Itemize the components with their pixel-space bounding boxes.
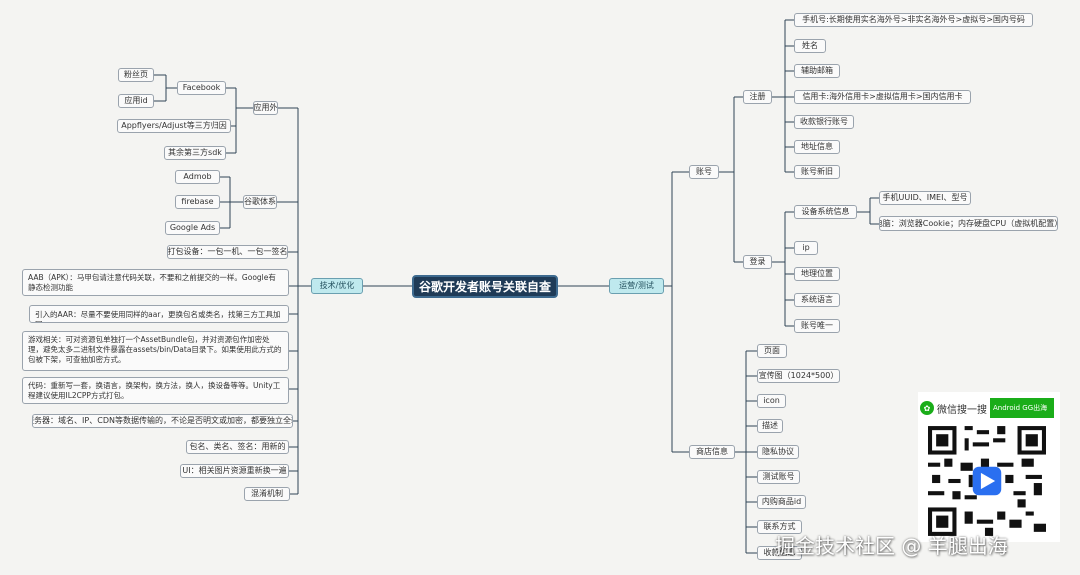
wechat-search-bar: ✿ 微信搜一搜 Android GG出海 xyxy=(920,396,1054,420)
node-payment-info[interactable]: 收款信息 xyxy=(757,546,802,560)
wechat-search-text: 微信搜一搜 xyxy=(937,404,987,416)
wechat-qr-panel: ✿ 微信搜一搜 Android GG出海 xyxy=(918,392,1060,542)
node-aab-apk[interactable]: AAB（APK）：马甲包请注意代码关联，不要和之前提交的一样。Google有静态… xyxy=(22,269,289,296)
node-register[interactable]: 注册 xyxy=(743,90,772,104)
node-privacy-policy[interactable]: 隐私协议 xyxy=(757,445,799,459)
node-account-age[interactable]: 账号新旧 xyxy=(794,165,840,179)
node-page[interactable]: 页面 xyxy=(757,344,787,358)
node-packaging-device[interactable]: 打包设备：一包一机、一包一签名 xyxy=(167,245,288,259)
node-aar[interactable]: 引入的AAR：尽量不要使用同样的aar，更换包名或类名，找第三方工具加固。 xyxy=(29,305,289,323)
watermark-text: 掘金技术社区 @ 羊腿出海 xyxy=(775,534,1008,558)
node-backup-email[interactable]: 辅助邮箱 xyxy=(794,64,840,78)
node-ui-resources[interactable]: UI：相关图片资源重新换一遍 xyxy=(180,464,289,478)
node-feature-graphic[interactable]: 宣传图（1024*500） xyxy=(757,369,840,383)
node-app-outside[interactable]: 应用外 xyxy=(253,101,278,115)
node-fan-page[interactable]: 粉丝页 xyxy=(118,68,154,82)
node-iap-id[interactable]: 内购商品id xyxy=(757,495,806,509)
node-server[interactable]: 服务器：域名、IP、CDN等数据传输的，不论是否明文或加密，都要独立全新 xyxy=(32,414,293,428)
wechat-search-keyword: Android GG出海 xyxy=(990,398,1054,418)
node-phone-uuid[interactable]: 手机UUID、IMEI、型号 xyxy=(879,191,971,205)
node-bank-account[interactable]: 收款银行账号 xyxy=(794,115,854,129)
node-google-ads[interactable]: Google Ads xyxy=(165,221,220,235)
node-store-info[interactable]: 商店信息 xyxy=(689,445,735,459)
node-google-system[interactable]: 谷歌体系 xyxy=(243,195,277,209)
node-game-related[interactable]: 游戏相关：可对资源包单独打一个AssetBundle包，并对资源包作加密处理，避… xyxy=(22,331,289,371)
node-location[interactable]: 地理位置 xyxy=(794,267,840,281)
node-account[interactable]: 账号 xyxy=(689,165,719,179)
node-ip[interactable]: ip xyxy=(794,241,818,255)
branch-operations-testing[interactable]: 运营/测试 xyxy=(609,278,664,294)
node-firebase[interactable]: firebase xyxy=(175,195,220,209)
node-name[interactable]: 姓名 xyxy=(794,39,826,53)
node-admob[interactable]: Admob xyxy=(175,170,220,184)
node-system-language[interactable]: 系统语言 xyxy=(794,293,840,307)
node-computer-info[interactable]: 电脑：浏览器Cookie；内存硬盘CPU（虚拟机配置） xyxy=(879,216,1058,231)
node-description[interactable]: 描述 xyxy=(757,419,783,433)
node-code[interactable]: 代码：重新写一套，换语言，换架构，换方法，换人，换设备等等。Unity工程建议使… xyxy=(22,377,289,404)
node-contact[interactable]: 联系方式 xyxy=(757,520,802,534)
node-other-sdk[interactable]: 其余第三方sdk xyxy=(164,146,226,160)
node-address[interactable]: 地址信息 xyxy=(794,140,840,154)
branch-tech-optimization[interactable]: 技术/优化 xyxy=(311,278,363,294)
node-package-names[interactable]: 包名、类名、签名：用新的 xyxy=(186,440,289,454)
wechat-logo-icon: ✿ xyxy=(920,401,934,415)
node-test-account[interactable]: 测试账号 xyxy=(757,470,800,484)
node-device-info[interactable]: 设备系统信息 xyxy=(794,205,857,219)
node-obfuscation[interactable]: 混淆机制 xyxy=(244,487,290,501)
node-phone-number[interactable]: 手机号:长期使用实名海外号>非实名海外号>虚拟号>国内号码 xyxy=(794,13,1033,27)
node-login[interactable]: 登录 xyxy=(743,255,772,269)
node-facebook[interactable]: Facebook xyxy=(177,81,226,95)
central-topic[interactable]: 谷歌开发者账号关联自查 xyxy=(412,275,558,298)
node-app-id[interactable]: 应用id xyxy=(118,94,154,108)
node-credit-card[interactable]: 信用卡:海外信用卡>虚拟信用卡>国内信用卡 xyxy=(794,90,971,104)
node-account-unique[interactable]: 账号唯一 xyxy=(794,319,840,333)
node-appsflyer-adjust[interactable]: Appflyers/Adjust等三方归因 xyxy=(117,119,231,133)
node-icon[interactable]: icon xyxy=(757,394,786,408)
qr-code-icon xyxy=(928,426,1046,536)
